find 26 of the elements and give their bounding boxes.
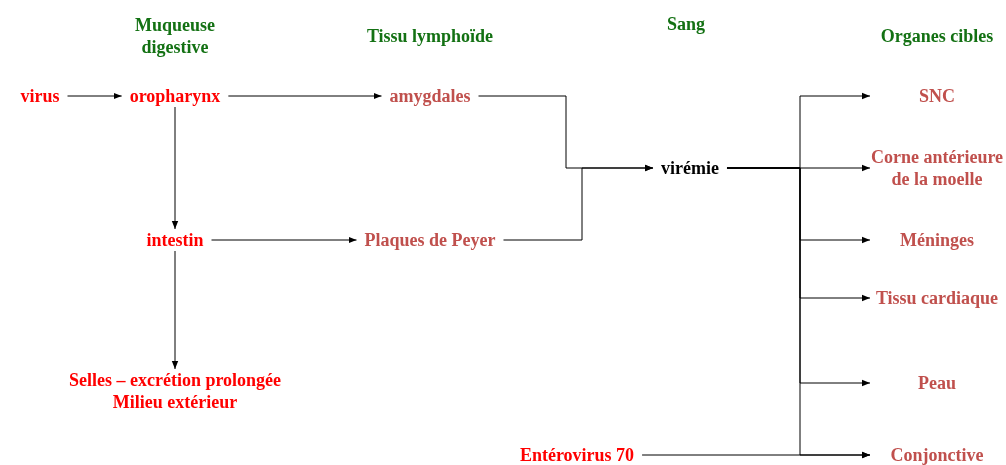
stage-label: Selles – excrétion prolongée xyxy=(68,369,282,391)
arrow xyxy=(227,92,382,100)
stage-label: Méninges xyxy=(870,229,1004,251)
stage-label: Entérovirus 70 xyxy=(511,444,643,465)
stage-label: intestin xyxy=(138,229,212,251)
stage-label: amygdales xyxy=(381,85,479,107)
stage-label: oropharynx xyxy=(121,85,229,107)
stage-label: Tissu cardiaque xyxy=(870,287,1004,309)
stage-label: virémie xyxy=(653,157,727,179)
stage-label: Conjonctive xyxy=(870,444,1004,465)
arrow xyxy=(211,236,357,244)
arrow xyxy=(67,92,123,100)
column-heading: Muqueuse digestive xyxy=(134,14,216,58)
column-heading: Tissu lymphoïde xyxy=(365,25,495,47)
arrow xyxy=(171,106,179,230)
arrow xyxy=(503,164,654,241)
stage-label: Corne antérieure de la moelle xyxy=(870,146,1004,190)
stage-label: Peau xyxy=(870,372,1004,394)
column-heading: Organes cibles xyxy=(879,25,995,47)
column-heading: Sang xyxy=(666,13,706,35)
stage-label: Milieu extérieur xyxy=(111,391,239,413)
arrow xyxy=(171,250,179,370)
stage-label: SNC xyxy=(870,85,1004,107)
stage-label: Plaques de Peyer xyxy=(356,229,504,251)
stage-label: virus xyxy=(12,85,68,107)
arrow xyxy=(641,451,871,459)
